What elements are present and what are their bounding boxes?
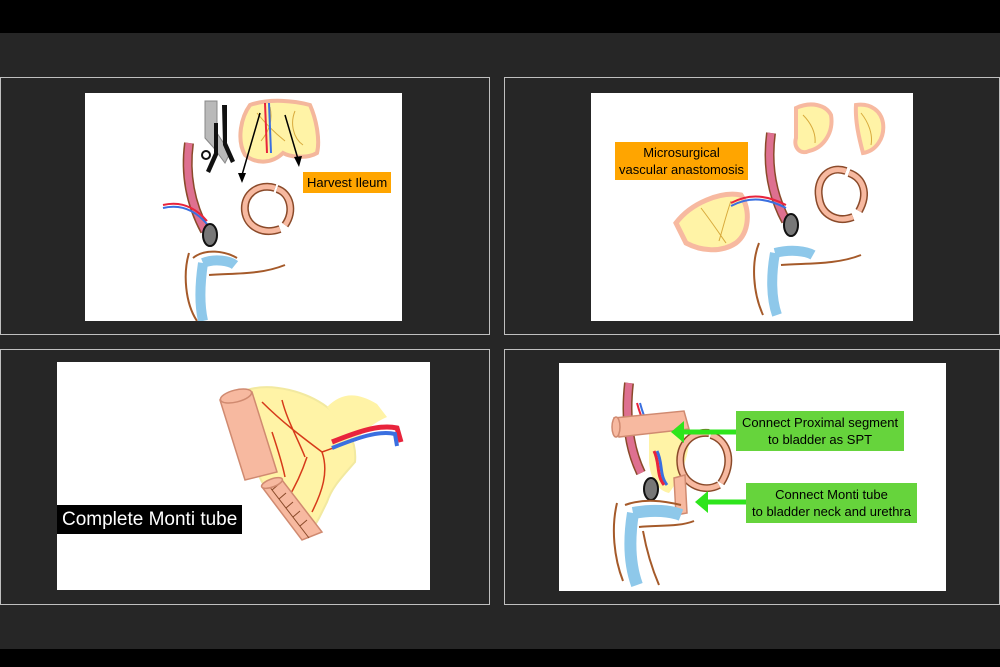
harvest-ileum-label: Harvest Ileum <box>303 172 392 193</box>
panel-vascular-anastomosis: Microsurgical vascular anastomosis <box>504 77 1000 335</box>
vascular-anastomosis-label-line2: vascular anastomosis <box>619 162 744 177</box>
slide-connect-segments: Connect Proximal segment to bladder as S… <box>559 363 946 591</box>
slide-stage: Harvest Ileum <box>0 33 1000 649</box>
connect-proximal-label-line1: Connect Proximal segment <box>742 415 899 430</box>
connect-monti-label-line2: to bladder neck and urethra <box>752 504 911 519</box>
connect-proximal-label-line2: to bladder as SPT <box>768 432 873 447</box>
monti-tube-illustration <box>219 386 404 541</box>
slide-harvest-ileum: Harvest Ileum <box>85 93 402 321</box>
panel-monti-tube: Complete Monti tube <box>0 349 490 605</box>
connect-monti-label-line1: Connect Monti tube <box>775 487 888 502</box>
vascular-anastomosis-illustration <box>673 102 886 317</box>
panel-connect-segments: Connect Proximal segment to bladder as S… <box>504 349 1000 605</box>
monti-tube-label: Complete Monti tube <box>57 505 243 534</box>
panel-harvest-ileum: Harvest Ileum <box>0 77 490 335</box>
vascular-anastomosis-label: Microsurgical vascular anastomosis <box>615 142 748 180</box>
harvest-ileum-illustration <box>162 98 321 321</box>
slide-monti-tube: Complete Monti tube <box>57 362 430 590</box>
connect-monti-label: Connect Monti tube to bladder neck and u… <box>746 483 917 523</box>
slide-vascular-anastomosis: Microsurgical vascular anastomosis <box>591 93 913 321</box>
connect-proximal-label: Connect Proximal segment to bladder as S… <box>736 411 905 451</box>
vascular-anastomosis-label-line1: Microsurgical <box>643 145 720 160</box>
connect-segments-illustration <box>611 382 747 588</box>
